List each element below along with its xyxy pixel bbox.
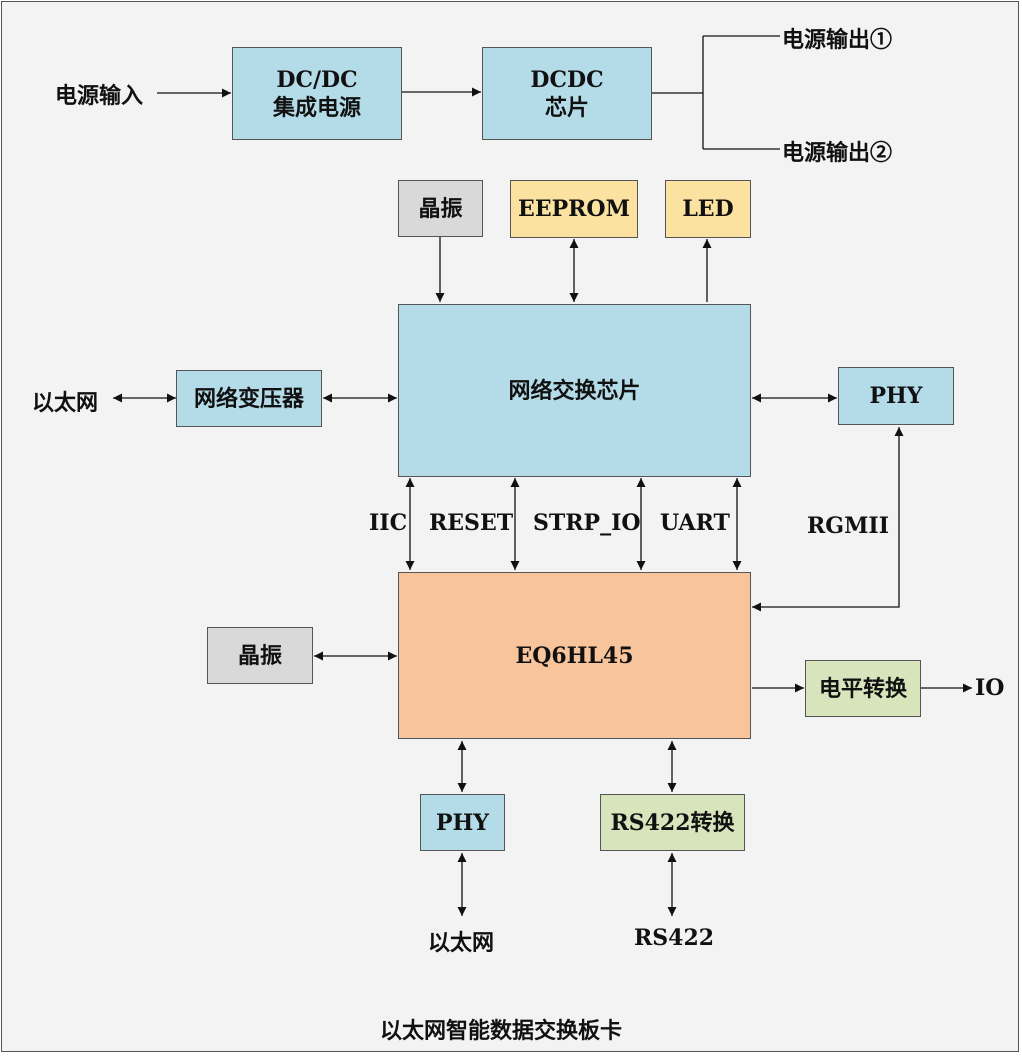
bus-rgmii-label: RGMII: [807, 513, 890, 539]
dcdc-module-box: DC/DC 集成电源: [232, 47, 402, 140]
controller-box: EQ6HL45: [398, 572, 751, 739]
io-label: IO: [975, 675, 1005, 701]
switch-phy-box: PHY: [838, 367, 954, 425]
led-box: LED: [665, 180, 751, 238]
controller-crystal-box: 晶振: [207, 627, 313, 684]
switch-chip-box: 网络交换芯片: [398, 304, 751, 477]
controller-phy-box: PHY: [420, 794, 505, 851]
bus-strp-io-label: STRP_IO: [533, 510, 641, 536]
bus-uart-label: UART: [660, 510, 730, 536]
dcdc-chip-box: DCDC 芯片: [482, 47, 652, 140]
rs422-label: RS422: [634, 925, 715, 951]
power-output-1-label: 电源输出①: [782, 27, 893, 53]
bus-iic-label: IIC: [369, 510, 408, 536]
bus-reset-label: RESET: [429, 510, 514, 536]
diagram-caption: 以太网智能数据交换板卡: [380, 1018, 623, 1044]
rs422-converter-box: RS422转换: [600, 794, 745, 851]
network-transformer-box: 网络变压器: [176, 370, 322, 427]
line-power-outputs: [651, 35, 780, 150]
switch-ethernet-label: 以太网: [32, 390, 99, 416]
eeprom-box: EEPROM: [510, 180, 638, 238]
level-shift-box: 电平转换: [805, 660, 921, 717]
switch-crystal-box: 晶振: [398, 180, 483, 237]
controller-ethernet-label: 以太网: [428, 930, 495, 956]
power-input-label: 电源输入: [55, 83, 144, 109]
arrow-rgmii: [752, 427, 904, 612]
power-output-2-label: 电源输出②: [782, 140, 893, 166]
